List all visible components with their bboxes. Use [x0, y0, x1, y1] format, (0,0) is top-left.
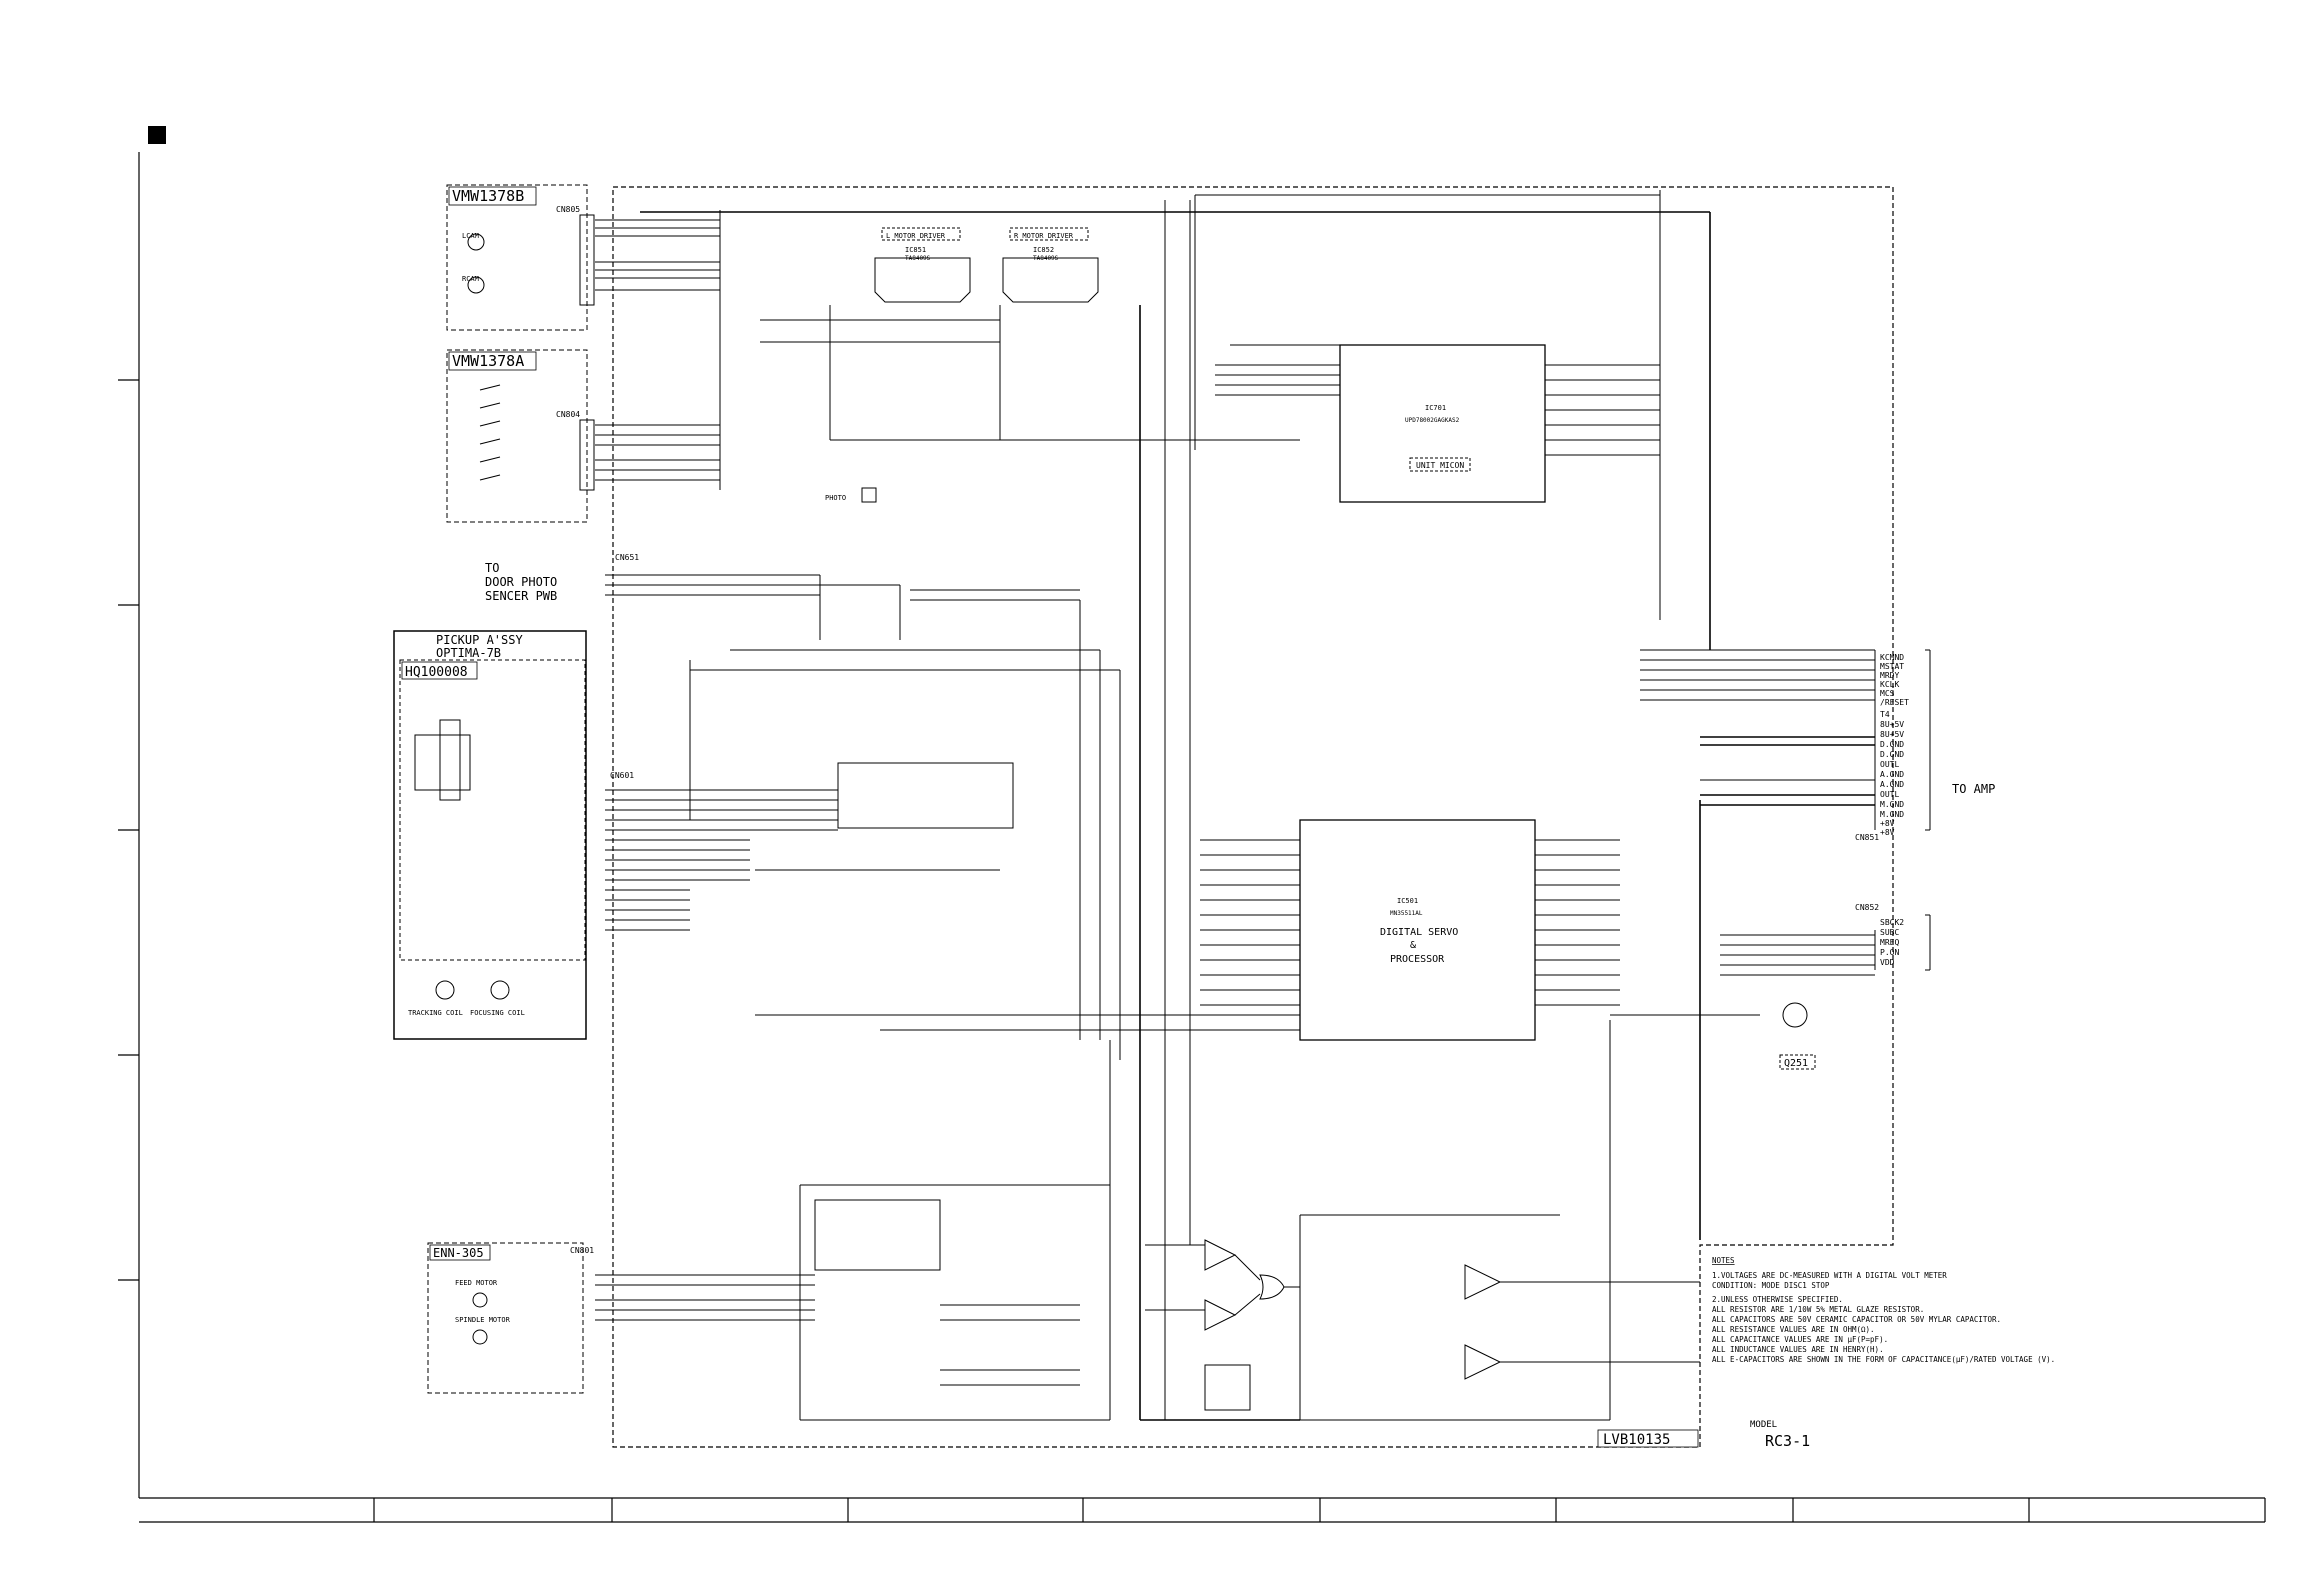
notes-line: ALL INDUCTANCE VALUES ARE IN HENRY(H).: [1712, 1345, 1884, 1354]
ic701-sub: UPD78002GAGKAS2: [1405, 417, 1460, 424]
cn804-label: CN804: [556, 410, 580, 419]
rf-amp-ic: [814, 762, 1014, 1271]
cn805-label: CN805: [556, 205, 580, 214]
motor-driver-ics: L MOTOR DRIVER R MOTOR DRIVER IC851 TA84…: [874, 227, 1099, 303]
amp-pin: M.GND: [1880, 810, 1904, 819]
amp-pin: T4: [1880, 710, 1890, 719]
focusing-coil-label: FOCUSING COIL: [470, 1009, 525, 1017]
notes-line: ALL CAPACITANCE VALUES ARE IN µF(P=pF).: [1712, 1335, 1888, 1344]
main-board-outline: [612, 186, 1894, 1448]
amp-pin: KCLK: [1880, 680, 1899, 689]
notes-line: ALL RESISTANCE VALUES ARE IN OHM(Ω).: [1712, 1325, 1875, 1334]
lcam-label: LCAM: [462, 232, 479, 240]
ic701-unit-micon: IC701 UPD78002GAGKAS2 UNIT MICON: [1339, 344, 1546, 503]
vmw1378b-label: VMW1378B: [452, 187, 524, 205]
ic501-digital-servo: IC501 MN35511AL DIGITAL SERVO & PROCESSO…: [1299, 819, 1536, 1041]
q251-label: Q251: [1784, 1058, 1808, 1069]
cn852-pin: VDD: [1880, 958, 1895, 967]
cn651-label: CN651: [615, 553, 639, 562]
pickup-model: OPTIMA-7B: [436, 646, 501, 660]
pickup-assy-block: PICKUP A'SSY OPTIMA-7B HQ100008 TRACKING…: [393, 630, 587, 1040]
enn305-label: ENN-305: [433, 1246, 484, 1260]
tracking-coil-label: TRACKING COIL: [408, 1009, 463, 1017]
amp-pin: D.GND: [1880, 740, 1904, 749]
ic852-label: IC852: [1033, 246, 1054, 254]
amp-pin: MCS: [1880, 689, 1895, 698]
rcam-label: RCAM: [462, 275, 479, 283]
amp-pin: 8U+5V: [1880, 730, 1904, 739]
lvb-label: LVB10135: [1603, 1432, 1670, 1448]
sencer-pwb-text: SENCER PWB: [485, 589, 557, 603]
drawing-frame: [118, 152, 2266, 1523]
processor-label: PROCESSOR: [1390, 954, 1445, 965]
model-label: MODEL: [1750, 1420, 1777, 1430]
cn852-pin-list: SBCK2 SUBC MREQ P.ON VDD: [1880, 918, 1904, 967]
notes-line: ALL CAPACITORS ARE 50V CERAMIC CAPACITOR…: [1712, 1315, 2001, 1324]
amp-pin: A.GND: [1880, 780, 1904, 789]
section-marker: [148, 126, 166, 144]
cn851-label: CN851: [1855, 833, 1879, 842]
amp-pin: OUTL: [1880, 790, 1899, 799]
to-amp-label: TO AMP: [1952, 782, 1995, 796]
notes-title: NOTES: [1712, 1256, 1735, 1265]
vmw1378a-label: VMW1378A: [452, 352, 524, 370]
to-door-text: TO: [485, 561, 499, 575]
photo-sensor: PHOTO: [825, 487, 877, 503]
amp-pin: OUTL: [1880, 760, 1899, 769]
amp-pin: MRDY: [1880, 671, 1899, 680]
digital-servo-label: DIGITAL SERVO: [1380, 927, 1458, 938]
amp-pin-list: KCMND MSTAT MRDY KCLK MCS /RESET T4 8U+5…: [1880, 653, 1909, 837]
ic501-sub: MN35511AL: [1390, 910, 1423, 917]
amp-pin: M.GND: [1880, 800, 1904, 809]
amp-pin: MSTAT: [1880, 662, 1904, 671]
notes-line: ALL RESISTOR ARE 1/10W 5% METAL GLAZE RE…: [1712, 1305, 1924, 1314]
cn852-pin: SBCK2: [1880, 918, 1904, 927]
vmw1378b-block: VMW1378B LCAM RCAM CN805: [446, 184, 595, 331]
notes-line: ALL E-CAPACITORS ARE SHOWN IN THE FORM O…: [1712, 1355, 2055, 1364]
amp-pin: D.GND: [1880, 750, 1904, 759]
wiring: [595, 190, 1875, 1421]
amp-pin: KCMND: [1880, 653, 1904, 662]
cn852-label: CN852: [1855, 903, 1879, 912]
door-photo-text: DOOR PHOTO: [485, 575, 557, 589]
amp-pin: 8U+5V: [1880, 720, 1904, 729]
cn852-pin: MREQ: [1880, 938, 1899, 947]
feed-motor-label: FEED MOTOR: [455, 1279, 498, 1287]
cn852-pin: SUBC: [1880, 928, 1899, 937]
notes-line: CONDITION: MODE DISC1 STOP: [1712, 1281, 1830, 1290]
notes-block: NOTES 1.VOLTAGES ARE DC-MEASURED WITH A …: [1712, 1256, 2055, 1364]
amp-pin: +8V: [1880, 819, 1895, 828]
pickup-title: PICKUP A'SSY: [436, 633, 523, 647]
enn305-block: ENN-305 FEED MOTOR SPINDLE MOTOR: [427, 1242, 584, 1394]
unit-micon-label: UNIT MICON: [1416, 461, 1464, 470]
to-amp-connector: [1874, 649, 1931, 971]
hq-label: HQ100008: [405, 665, 468, 680]
vmw1378a-block: VMW1378A CN804: [446, 349, 595, 523]
r-motor-driver-label: R MOTOR DRIVER: [1014, 232, 1074, 240]
q251-transistor: Q251: [1779, 1002, 1816, 1070]
ic851-label: IC851: [905, 246, 926, 254]
cn801-label: CN801: [570, 1246, 594, 1255]
l-motor-driver-label: L MOTOR DRIVER: [886, 232, 946, 240]
ic501-label: IC501: [1397, 897, 1418, 905]
photo-label: PHOTO: [825, 494, 846, 502]
cn852-pin: P.ON: [1880, 948, 1899, 957]
lvb-label-box: [1597, 1429, 1699, 1448]
model-value: RC3-1: [1765, 1432, 1810, 1450]
amp-pin: +8V: [1880, 828, 1895, 837]
op-amps: [1204, 1239, 1502, 1411]
spindle-motor-label: SPINDLE MOTOR: [455, 1316, 511, 1324]
notes-line: 2.UNLESS OTHERWISE SPECIFIED.: [1712, 1295, 1843, 1304]
amp-pin: A.GND: [1880, 770, 1904, 779]
notes-line: 1.VOLTAGES ARE DC-MEASURED WITH A DIGITA…: [1712, 1271, 1947, 1280]
amp-label: &: [1410, 940, 1416, 951]
cn601-label: CN601: [610, 771, 634, 780]
ic701-label: IC701: [1425, 404, 1446, 412]
amp-pin: /RESET: [1880, 698, 1909, 707]
